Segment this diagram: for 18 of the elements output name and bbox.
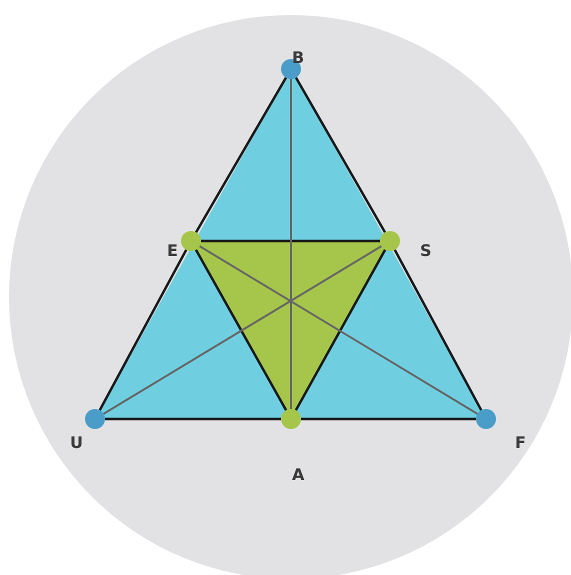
line-segment <box>394 249 482 411</box>
line-segment <box>105 418 281 420</box>
line-segment <box>98 249 188 411</box>
point-label: A <box>292 466 304 484</box>
line-segment <box>301 418 476 420</box>
point-label: F <box>515 434 526 452</box>
line-segment <box>201 240 380 242</box>
line-segment <box>194 249 288 411</box>
line-segment <box>294 77 386 233</box>
line-segment <box>194 77 288 233</box>
point-label: B <box>292 49 304 67</box>
line-segment <box>103 245 382 415</box>
line-segment <box>294 249 386 411</box>
point-label: U <box>70 434 83 452</box>
line-segment <box>290 79 292 409</box>
point-label: S <box>420 242 432 260</box>
point-label: E <box>167 242 178 260</box>
line-segment <box>199 245 478 415</box>
